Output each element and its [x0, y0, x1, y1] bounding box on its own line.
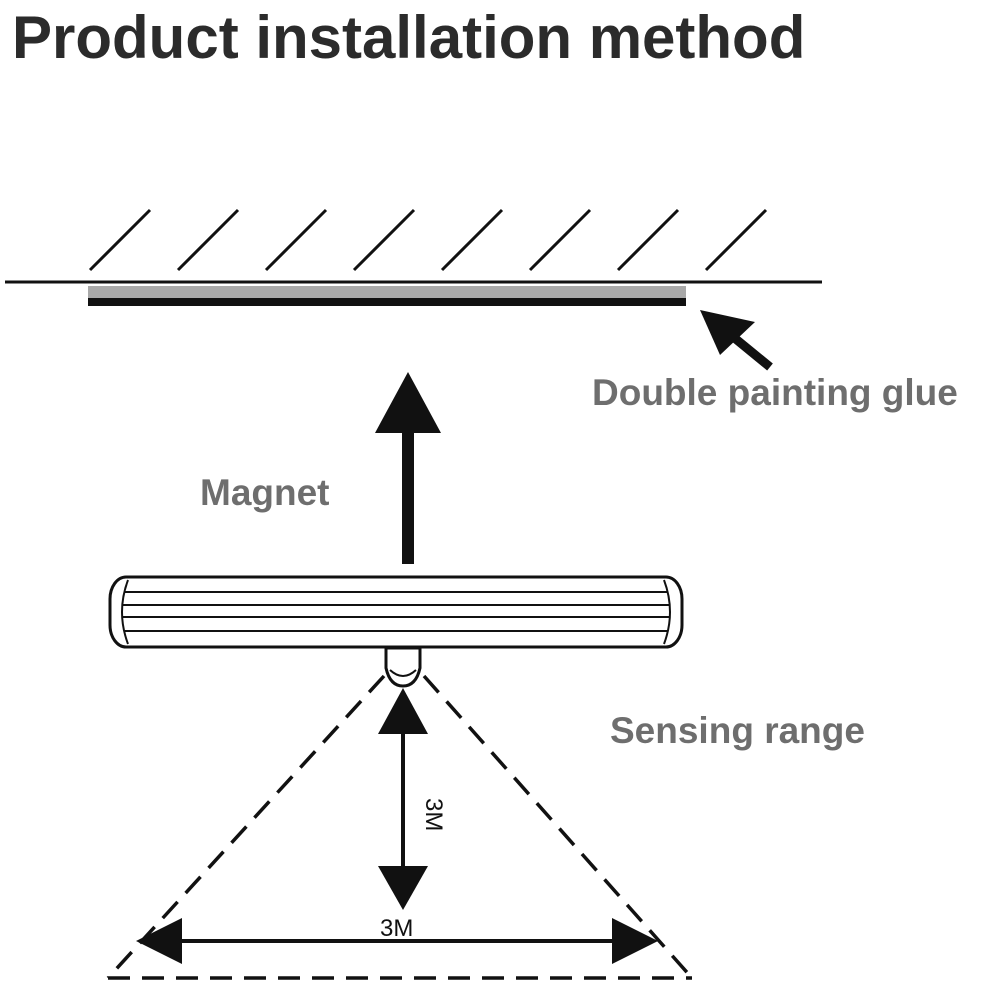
glue-strip [88, 286, 686, 306]
light-bar [108, 575, 684, 649]
width-dimension-arrow [136, 918, 658, 964]
motion-sensor [384, 646, 422, 688]
magnet-arrow [375, 372, 441, 564]
height-dimension-arrow [378, 688, 428, 910]
ceiling-hatch [88, 208, 768, 272]
sensing-range-label: Sensing range [610, 710, 865, 751]
width-dimension-label: 3M [380, 915, 413, 942]
height-dimension-label: 3M [420, 798, 447, 831]
sensing-range-cone [106, 674, 694, 980]
glue-pointer-arrow [700, 310, 773, 371]
page-title: Product installation method [12, 4, 805, 71]
glue-label: Double painting glue [592, 372, 958, 413]
magnet-label: Magnet [200, 472, 330, 513]
